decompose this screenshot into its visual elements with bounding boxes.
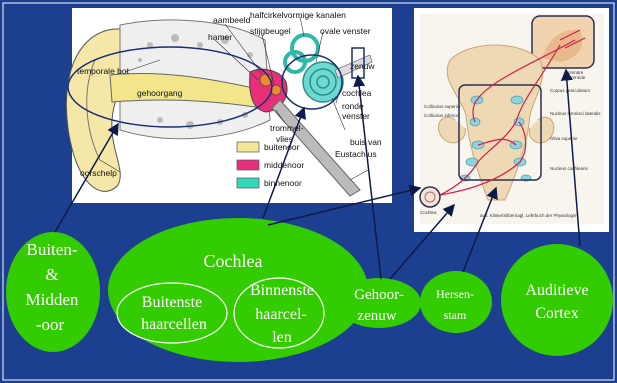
label-halfcirkelvormige-kanalen: halfcirkelvormige kanalen <box>250 10 346 20</box>
bubble-buitenste-haarcellen <box>117 283 227 343</box>
legend-buitenoor: buitenoor <box>264 142 300 152</box>
ear-anatomy-figure: aambeeld halfcirkelvormige kanalen hamer… <box>66 8 392 203</box>
bubble-text-oor: -oor <box>36 315 65 334</box>
label-nucleus-lemnisci: Nucleus lemnisci lateralis <box>550 111 601 116</box>
bubble-auditieve-cortex <box>501 244 613 356</box>
label-gehoorgang: gehoorgang <box>137 88 183 98</box>
label-zenuw: zenuw <box>350 61 375 71</box>
bubble-hersenstam <box>420 271 492 333</box>
label-eustachius: Eustachius <box>335 149 377 159</box>
label-stijgbeugel: stijgbeugel <box>250 26 291 36</box>
legend-swatch-middenoor <box>237 160 259 170</box>
label-hamer: hamer <box>208 32 232 42</box>
label-venster: venster <box>342 111 370 121</box>
bubble-text-ampersand: & <box>45 265 58 284</box>
bubble-text-hersen: Hersen- <box>436 287 474 301</box>
label-temporale-bot: temporale bot <box>77 66 130 76</box>
bubble-text-haarcel: haarcel- <box>255 306 307 323</box>
bubble-text-haarcellen: haarcellen <box>141 316 207 333</box>
legend-binnenoor: binnenoor <box>264 178 302 188</box>
brain-pathway-figure: primäre Hörrinde Colliculus superior Col… <box>414 8 609 232</box>
brain-cochlea-circle <box>420 187 440 207</box>
label-hoorschors: Hörrinde <box>568 75 586 80</box>
label-colliculus-superior: Colliculus superior <box>424 104 461 109</box>
label-oorschelp: oorschelp <box>80 168 117 178</box>
label-ovale-venster: ovale venster <box>320 26 371 36</box>
bubble-text-auditieve: Auditieve <box>525 282 588 299</box>
label-oliva-superior: Oliva superior <box>550 136 578 141</box>
bubble-text-buiten: Buiten- <box>27 240 78 259</box>
bubble-text-gehoor: Gehoor- <box>354 287 404 303</box>
label-source: aus: Klinke/Silbernagl, Lehrbuch der Phy… <box>480 213 577 218</box>
label-nucleus-cochlearis: Nucleus cochlearis <box>550 166 589 171</box>
ear-legend: buitenoor middenoor binnenoor <box>237 142 304 188</box>
legend-swatch-buitenoor <box>237 142 259 152</box>
bubble-text-stam: stam <box>444 308 467 322</box>
label-aambeeld: aambeeld <box>213 15 251 25</box>
label-brain-cochlea: Cochlea <box>420 210 437 215</box>
legend-swatch-binnenoor <box>237 178 259 188</box>
bubble-text-binnenste: Binnenste <box>250 282 314 299</box>
label-corpus-geniculatum: Corpus geniculatum <box>550 88 590 93</box>
label-cochlea: cochlea <box>342 88 372 98</box>
bubble-text-buitenste: Buitenste <box>142 294 202 311</box>
label-colliculus-inferior: Colliculus inferior <box>424 113 459 118</box>
bubble-text-len: len <box>272 329 292 346</box>
bubble-text-midden: Midden <box>26 290 79 309</box>
bubble-text-cortex: Cortex <box>535 305 579 322</box>
bubble-text-zenuw: zenuw <box>357 308 396 324</box>
bubble-text-cochlea: Cochlea <box>204 251 263 271</box>
